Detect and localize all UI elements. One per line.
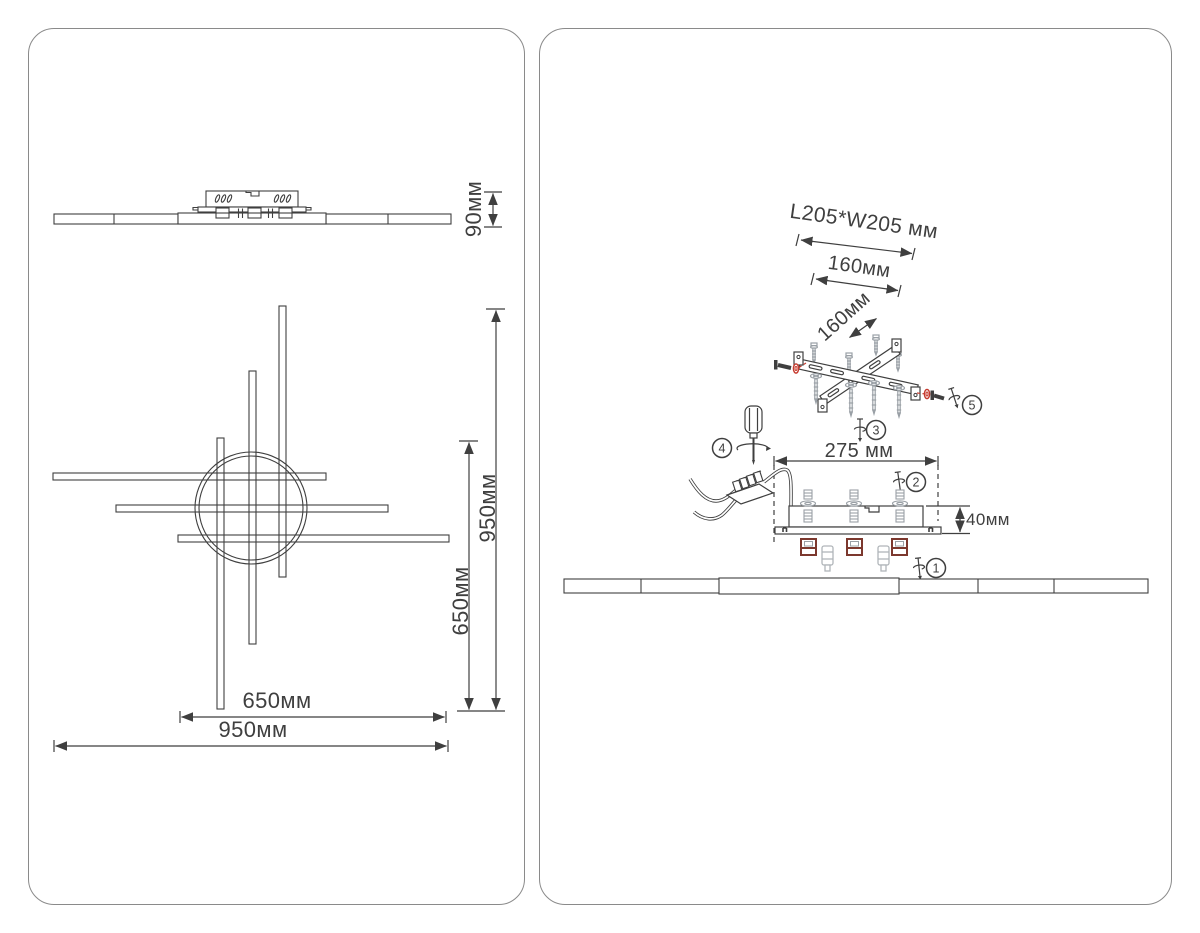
dim-vertical-950 [486, 308, 505, 710]
svg-text:3: 3 [873, 424, 880, 438]
dim-bottom-950 [53, 740, 449, 752]
right-panel: L205*W205 мм 160мм 160мм [539, 28, 1172, 905]
top-view [52, 305, 450, 710]
overall-width-label: 950мм [219, 717, 288, 742]
side-height-label: 90мм [461, 181, 486, 237]
svg-text:2: 2 [913, 476, 920, 490]
dim-bottom-650 [179, 711, 447, 723]
vent-slots-left [214, 194, 233, 203]
dim-hole-spacing [810, 272, 902, 298]
dim-hole-spacing-diag [849, 318, 877, 338]
wire-terminal-block [688, 467, 793, 521]
center-ring-outer [194, 451, 308, 565]
bar-vertical-3 [216, 437, 225, 710]
vent-slots-right [273, 194, 292, 203]
canopy-clips [800, 538, 908, 572]
bar-horizontal-1 [52, 472, 327, 481]
hole-spacing-diag-label: 160мм [813, 287, 874, 345]
svg-text:1: 1 [933, 562, 940, 576]
svg-text:4: 4 [719, 442, 726, 456]
left-panel: 90мм 950мм 650мм 650мм 950мм [28, 28, 525, 905]
canopy-height-label: 40мм [966, 510, 1010, 529]
step-badge-1: 1 [925, 557, 947, 579]
hole-spacing-label: 160мм [827, 252, 892, 283]
step-badge-2: 2 [905, 471, 927, 493]
bar-horizontal-3 [177, 534, 450, 543]
left-panel-drawing: 90мм 950мм 650мм 650мм 950мм [52, 181, 505, 752]
right-panel-drawing: L205*W205 мм 160мм 160мм [563, 200, 1149, 595]
step-badge-3: 3 [865, 419, 887, 441]
bracket-washers-anchors [809, 373, 906, 420]
lamp-bar-bottom [563, 577, 1149, 595]
dim-275 [773, 456, 939, 543]
side-screw-right [916, 388, 945, 401]
dim-40 [926, 505, 970, 535]
mounting-bracket [774, 334, 945, 420]
canopy-width-label: 275 мм [825, 440, 894, 462]
bar-vertical-1 [278, 305, 287, 578]
center-ring-inner [198, 455, 304, 561]
bar-length-h-label: 650мм [243, 688, 312, 713]
dim-90mm [484, 191, 502, 228]
step-badge-4: 4 [711, 437, 733, 459]
step-badge-5: 5 [961, 394, 983, 416]
screw-rotate-icon-3 [853, 418, 867, 442]
svg-text:5: 5 [969, 399, 976, 413]
dim-plate-size [795, 233, 916, 261]
overall-height-label: 950мм [475, 474, 500, 543]
mount-clips-side [215, 207, 293, 219]
bar-horizontal-2 [115, 504, 389, 513]
screwdriver-icon [736, 405, 771, 465]
side-view [53, 190, 452, 225]
dim-vertical-650 [457, 440, 505, 712]
screw-rotate-icon-5 [948, 386, 961, 409]
bar-length-v-label: 650мм [448, 567, 473, 636]
side-screw-left [774, 360, 807, 374]
screw-rotate-icon-1 [912, 557, 926, 580]
bar-vertical-2 [248, 370, 257, 645]
canopy-studs [799, 489, 909, 523]
plate-size-label: L205*W205 мм [788, 200, 939, 244]
